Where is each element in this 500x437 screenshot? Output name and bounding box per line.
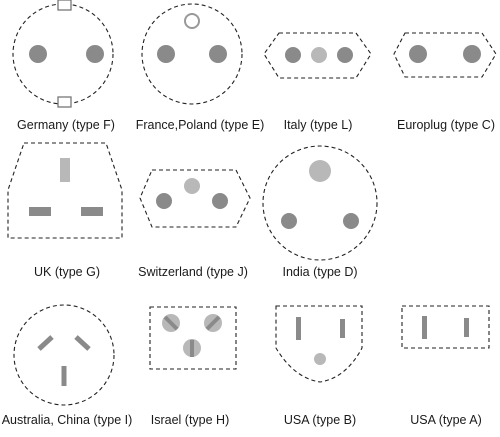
pin-right: [74, 335, 91, 351]
pin-right: [209, 45, 227, 63]
plug-usa-b: USA (type B): [275, 305, 363, 427]
label-usa-b: USA (type B): [284, 413, 356, 427]
pin-right: [212, 193, 228, 209]
plug-germany: Germany (type F): [12, 0, 115, 132]
pin-right: [81, 207, 103, 216]
label-israel: Israel (type H): [151, 413, 230, 427]
pin-ground: [60, 158, 70, 182]
pin-left-flat: [163, 315, 179, 331]
label-switzerland: Switzerland (type J): [138, 265, 248, 279]
plug-israel: Israel (type H): [149, 306, 237, 427]
plug-outline: [393, 32, 497, 78]
pin-right: [337, 47, 353, 63]
pin-left: [156, 193, 172, 209]
pin-left: [37, 335, 54, 351]
pin-left: [29, 207, 51, 216]
pin-right: [464, 318, 469, 337]
plug-outline: [149, 306, 237, 370]
plug-switzerland: Switzerland (type J): [138, 169, 251, 279]
plug-europlug: Europlug (type C): [393, 32, 497, 132]
pin-ground: [311, 47, 327, 63]
pin-right-flat: [205, 315, 221, 331]
pin-right: [343, 213, 359, 229]
plug-italy: Italy (type L): [263, 32, 372, 132]
pin-ground: [309, 160, 331, 182]
plug-outline: [139, 169, 251, 228]
pin-right: [340, 319, 345, 338]
plug-usa-a: USA (type A): [401, 305, 490, 427]
ground-clip-top: [57, 0, 72, 11]
pin-left: [157, 45, 175, 63]
pin-ground: [184, 178, 200, 194]
plug-india: India (type D): [262, 145, 378, 279]
pin-right: [463, 45, 481, 63]
label-australia: Australia, China (type I): [2, 413, 133, 427]
pin-left: [29, 45, 47, 63]
pin-left: [422, 316, 427, 339]
label-uk: UK (type G): [34, 265, 100, 279]
pin-right: [86, 45, 104, 63]
label-italy: Italy (type L): [284, 118, 353, 132]
label-india: India (type D): [282, 265, 357, 279]
pin-left: [281, 213, 297, 229]
plug-outline: [13, 304, 115, 406]
pin-ground: [314, 353, 326, 365]
ground-clip-bottom: [57, 96, 72, 108]
plug-outline: [401, 305, 490, 349]
pin-left: [296, 317, 301, 340]
plug-australia: Australia, China (type I): [2, 304, 133, 427]
plug-outline: [275, 305, 363, 383]
plug-uk: UK (type G): [7, 142, 123, 279]
plug-france: France,Poland (type E): [136, 3, 265, 132]
plug-outline: [141, 3, 243, 105]
pin-left: [285, 47, 301, 63]
plug-outline: [7, 142, 123, 239]
label-germany: Germany (type F): [17, 118, 115, 132]
pin-left: [409, 45, 427, 63]
ground-pin-hole: [184, 13, 200, 29]
label-usa-a: USA (type A): [410, 413, 482, 427]
plug-outline: [262, 145, 378, 261]
label-france: France,Poland (type E): [136, 118, 265, 132]
plug-outline: [263, 32, 372, 79]
label-europlug: Europlug (type C): [397, 118, 495, 132]
